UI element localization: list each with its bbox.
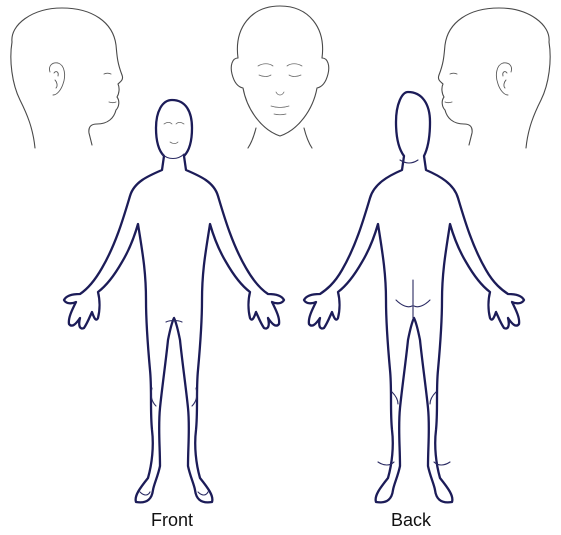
head-left-profile-icon (11, 8, 123, 148)
head-right-profile-icon (438, 8, 550, 148)
front-label: Front (151, 510, 193, 531)
back-label: Back (391, 510, 431, 531)
body-back-icon (304, 92, 524, 502)
head-front-icon (231, 6, 329, 148)
body-front-icon (64, 100, 284, 502)
